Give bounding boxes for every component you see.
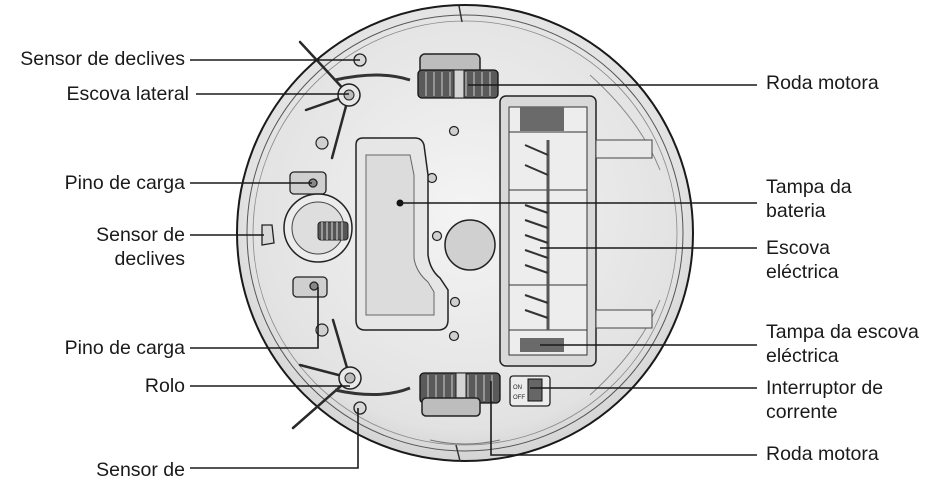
label-side-brush: Escova lateral: [66, 83, 189, 105]
leader-lines: [190, 59, 757, 469]
label-cliff-sensor-mid-line1: Sensor de: [96, 224, 185, 246]
cliff-sensor-icon: [261, 53, 367, 415]
label-charging-pin-top: Pino de carga: [64, 172, 185, 194]
label-cliff-sensor-mid-line2: declives: [114, 248, 185, 270]
switch-off-marking: OFF: [513, 395, 525, 401]
leader-line: [190, 287, 319, 349]
switch-on-marking: ON: [513, 385, 522, 391]
roller-icon: [283, 193, 353, 263]
label-roller: Rolo: [144, 375, 185, 397]
label-battery-cover-line2: bateria: [766, 200, 826, 222]
battery-cover: [355, 137, 449, 331]
label-power-switch-line1: Interruptor de: [766, 377, 884, 399]
label-power-brush-line1: Escova: [766, 237, 830, 259]
label-drive-wheel-top: Roda motora: [766, 72, 879, 94]
label-cliff-sensor-top: Sensor de declives: [20, 48, 185, 70]
side-brush-hub-icon: [334, 73, 411, 397]
center-disc: [444, 219, 496, 271]
drive-wheel-icon: [417, 53, 501, 417]
label-cliff-sensor-bottom: Sensor de: [96, 459, 185, 478]
leader-line: [490, 381, 757, 456]
power-switch-icon: ON OFF: [509, 375, 551, 407]
label-power-switch-line2: corrente: [766, 401, 838, 423]
leader-line: [190, 408, 359, 469]
label-power-brush-line2: eléctrica: [766, 261, 839, 283]
label-drive-wheel-bottom: Roda motora: [766, 443, 879, 465]
label-power-brush-cover-line2: eléctrica: [766, 345, 839, 367]
label-battery-cover-line1: Tampa da: [766, 176, 852, 198]
power-brush-icon: [524, 140, 550, 330]
label-charging-pin-bottom: Pino de carga: [64, 337, 185, 359]
label-power-brush-cover-line1: Tampa da escova: [766, 321, 919, 343]
